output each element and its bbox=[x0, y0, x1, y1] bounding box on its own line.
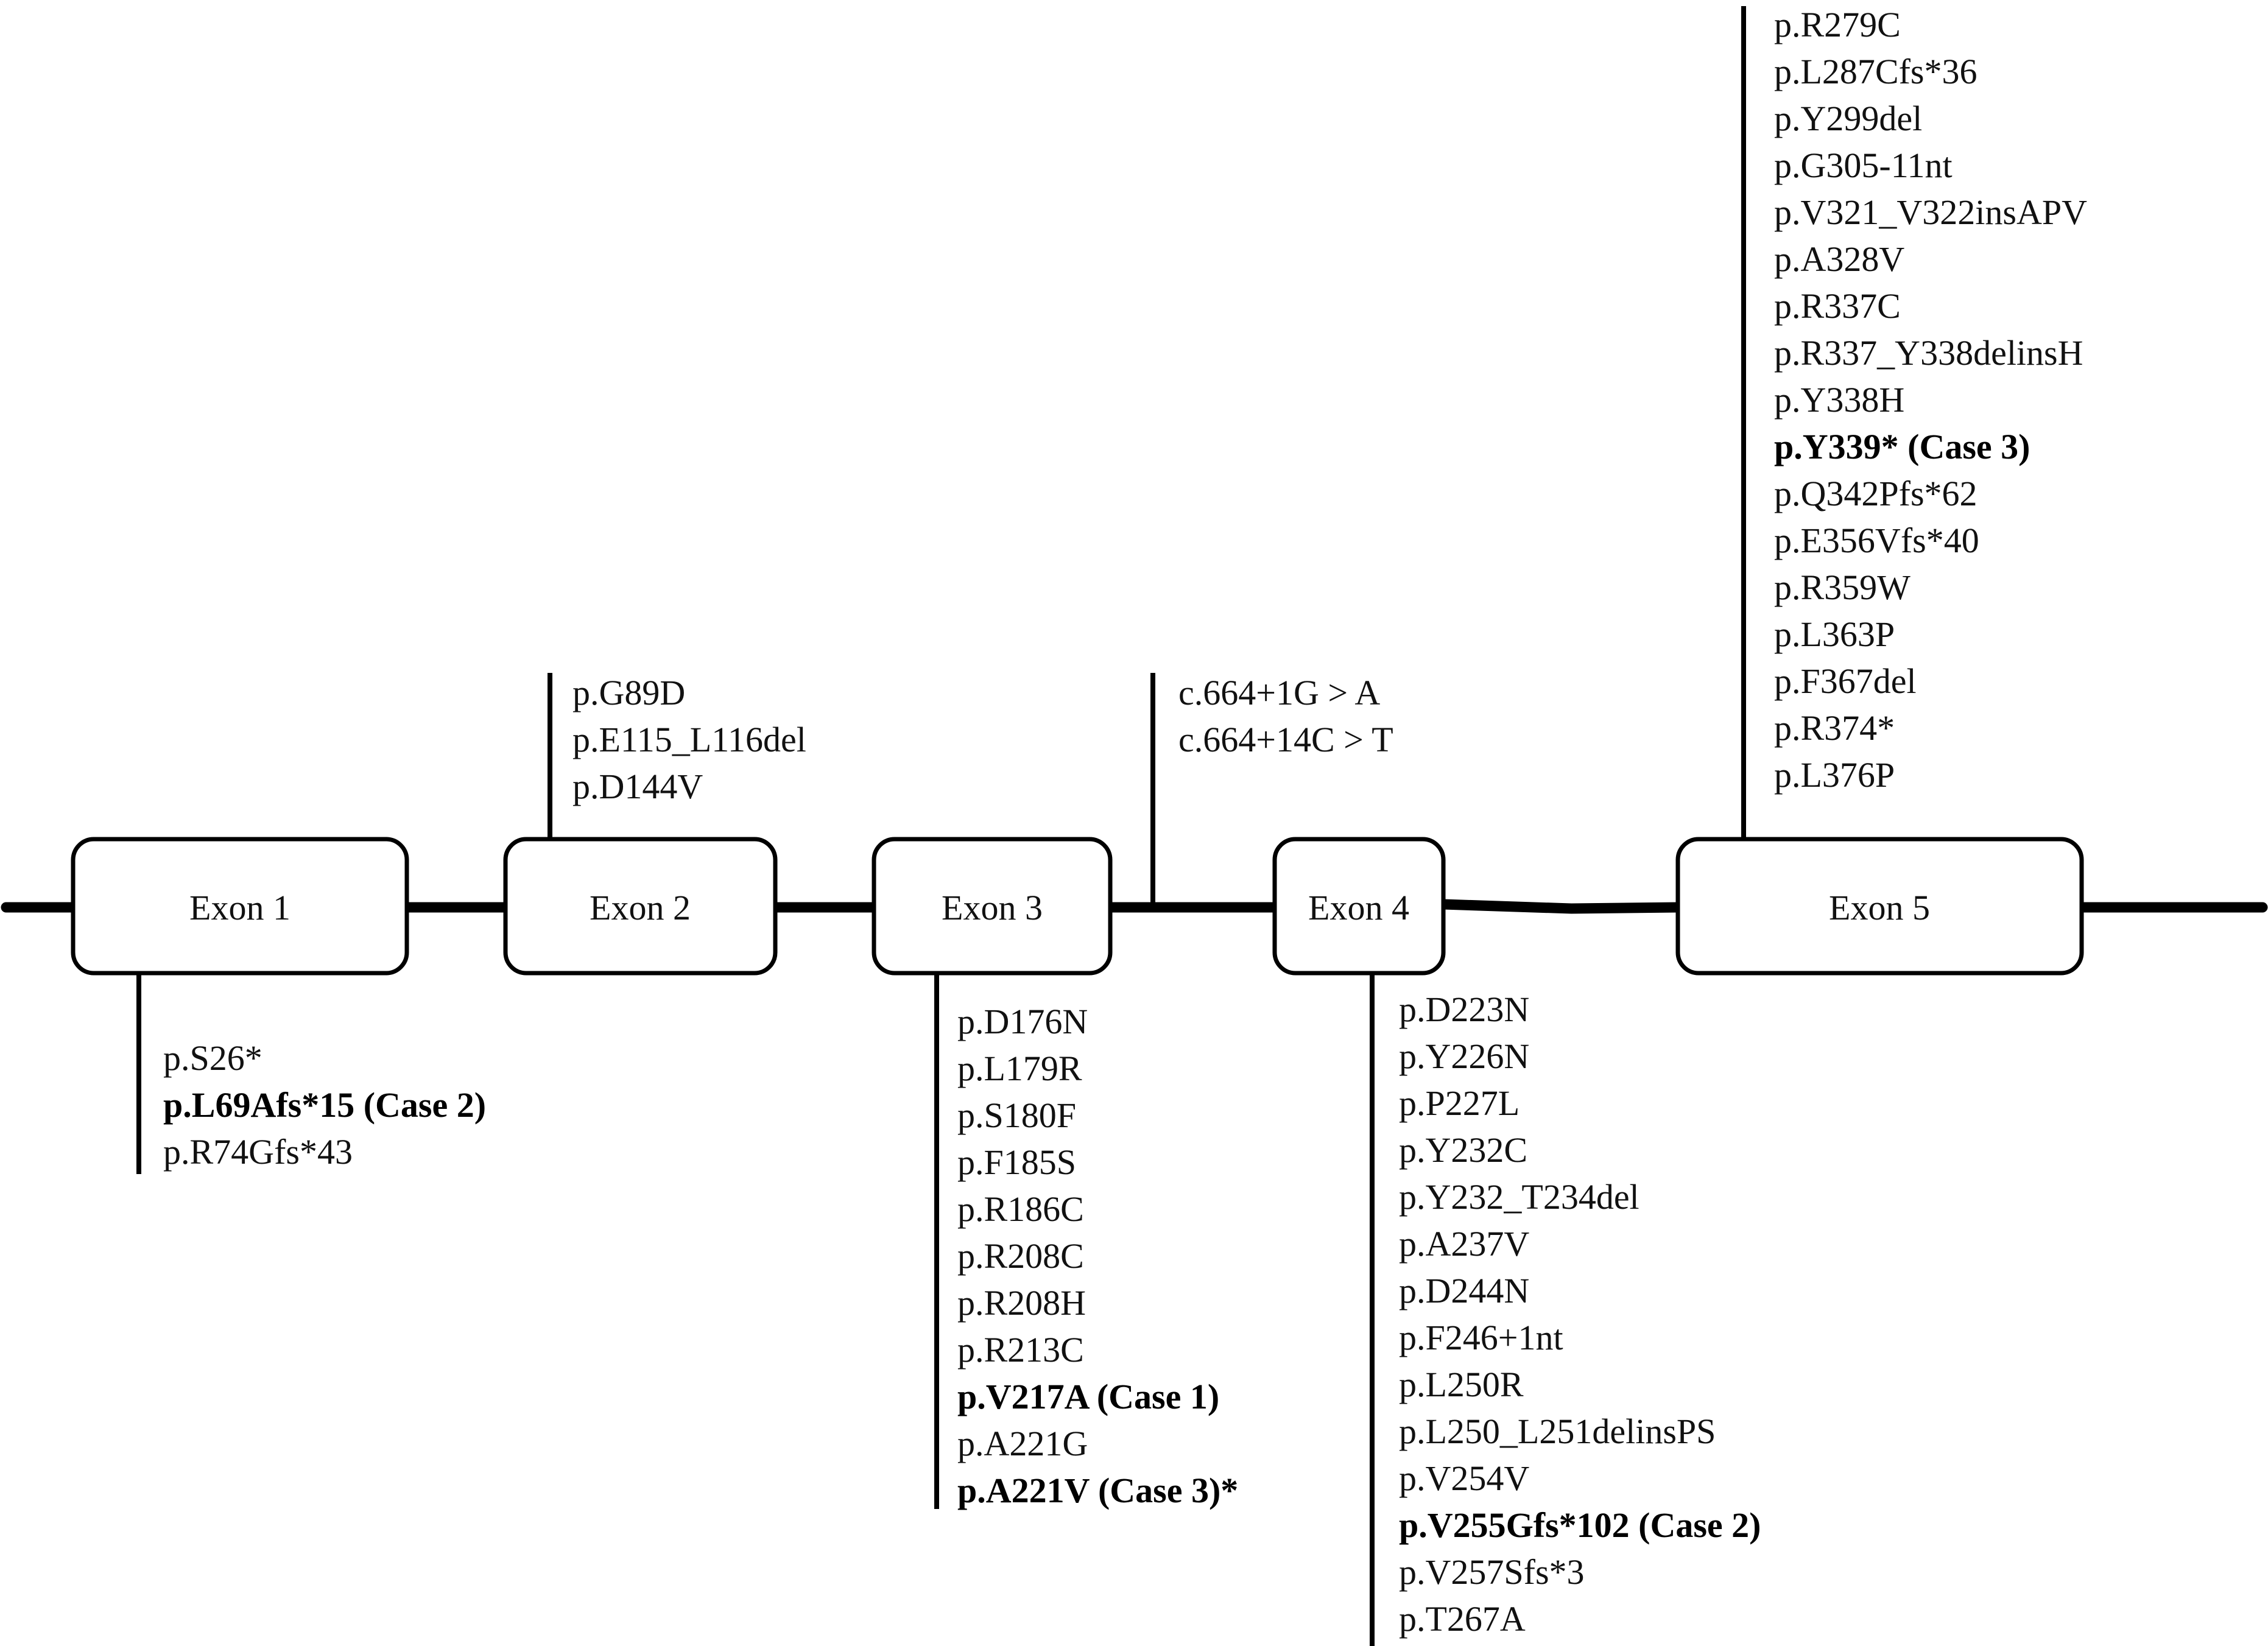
mutation-label: p.R208C bbox=[957, 1236, 1084, 1276]
mutation-label: p.L69Afs*15 (Case 2) bbox=[163, 1085, 486, 1125]
mutations-exon5-above: p.R279C p.L287Cfs*36 p.Y299del p.G305-11nt p… bbox=[1774, 5, 2087, 795]
mutation-label: p.Y232_T234del bbox=[1399, 1177, 1639, 1217]
mutations-exon4-below: p.D223N p.Y226N p.P227L p.Y232C p.Y232_T234d… bbox=[1399, 990, 1761, 1639]
mutation-label: p.D223N bbox=[1399, 990, 1529, 1029]
exon-2-box bbox=[503, 837, 778, 976]
mutation-label: p.R74Gfs*43 bbox=[163, 1132, 353, 1172]
mutation-label: p.D244N bbox=[1399, 1271, 1529, 1310]
mutation-label: p.D144V bbox=[572, 767, 703, 806]
mutations-intron3-above: c.664+1G > A c.664+14C > T bbox=[1178, 673, 1393, 759]
mutation-label: p.P227L bbox=[1399, 1083, 1520, 1123]
mutation-label: p.L179R bbox=[957, 1049, 1082, 1088]
mutation-label: p.V217A (Case 1) bbox=[957, 1377, 1219, 1416]
mutation-label: p.R208H bbox=[957, 1283, 1086, 1323]
mutations-exon1-below: p.S26* p.L69Afs*15 (Case 2) p.R74Gfs*43 bbox=[163, 1038, 486, 1172]
exon-2: Exon 2 bbox=[503, 837, 778, 976]
exon-2-label: Exon 2 bbox=[590, 888, 691, 927]
mutations-exon2-above: p.G89D p.E115_L116del p.D144V bbox=[572, 673, 806, 806]
exon-5-label: Exon 5 bbox=[1829, 888, 1930, 927]
exon-5-box bbox=[1675, 837, 2084, 976]
mutation-label: p.L287Cfs*36 bbox=[1774, 52, 1977, 91]
mutation-label: p.S26* bbox=[163, 1038, 262, 1078]
exon-4-label: Exon 4 bbox=[1308, 888, 1409, 927]
mutation-label: p.E115_L116del bbox=[572, 720, 806, 759]
mutation-label: p.R213C bbox=[957, 1330, 1084, 1370]
mutation-label: p.S180F bbox=[957, 1096, 1076, 1135]
mutation-label: p.T267A bbox=[1399, 1599, 1526, 1639]
exon-3-box bbox=[872, 837, 1113, 976]
gene-backbone bbox=[1, 899, 2268, 914]
mutation-label: p.E356Vfs*40 bbox=[1774, 521, 1979, 560]
mutation-label: p.F367del bbox=[1774, 661, 1917, 701]
exon-4: Exon 4 bbox=[1272, 837, 1446, 976]
mutation-label: c.664+14C > T bbox=[1178, 720, 1393, 759]
mutation-label: p.A237V bbox=[1399, 1224, 1529, 1264]
mutation-label: p.G89D bbox=[572, 673, 685, 712]
mutation-label: p.L250R bbox=[1399, 1365, 1524, 1404]
exon-1-label: Exon 1 bbox=[189, 888, 291, 927]
mutation-label: p.G305-11nt bbox=[1774, 146, 1953, 185]
mutation-label: p.L376P bbox=[1774, 755, 1895, 795]
mutation-label: p.Y226N bbox=[1399, 1036, 1529, 1076]
backbone-exon4-exon5 bbox=[1438, 899, 1683, 914]
mutation-label: p.Y338H bbox=[1774, 380, 1904, 420]
mutation-label: p.L363P bbox=[1774, 614, 1895, 654]
callout-lines bbox=[136, 6, 1746, 1646]
mutation-label: p.R337_Y338delinsH bbox=[1774, 333, 2083, 373]
exon-5: Exon 5 bbox=[1675, 837, 2084, 976]
mutation-label: p.V254V bbox=[1399, 1458, 1529, 1498]
exon-3: Exon 3 bbox=[872, 837, 1113, 976]
mutation-label: p.R359W bbox=[1774, 568, 1911, 607]
mutation-label: p.Y232C bbox=[1399, 1130, 1527, 1170]
mutation-label: p.Y339* (Case 3) bbox=[1774, 427, 2030, 466]
mutation-label: p.F246+1nt bbox=[1399, 1318, 1563, 1357]
mutation-label: p.L250_L251delinsPS bbox=[1399, 1412, 1716, 1451]
mutation-label: p.A221V (Case 3)* bbox=[957, 1471, 1238, 1510]
mutation-label: p.R374* bbox=[1774, 708, 1895, 748]
mutation-label: p.A328V bbox=[1774, 239, 1904, 279]
mutation-label: p.Y299del bbox=[1774, 99, 1922, 138]
mutation-label: p.V321_V322insAPV bbox=[1774, 192, 2087, 232]
mutation-label: p.R279C bbox=[1774, 5, 1901, 44]
exon-3-label: Exon 3 bbox=[942, 888, 1043, 927]
exon-1: Exon 1 bbox=[71, 837, 409, 976]
mutation-label: p.F185S bbox=[957, 1142, 1076, 1182]
mutation-label: p.A221G bbox=[957, 1424, 1088, 1463]
mutation-label: p.V255Gfs*102 (Case 2) bbox=[1399, 1505, 1761, 1545]
mutation-label: p.R186C bbox=[957, 1189, 1084, 1229]
exon-1-box bbox=[71, 837, 409, 976]
mutation-label: p.D176N bbox=[957, 1002, 1088, 1041]
mutations-exon3-below: p.D176N p.L179R p.S180F p.F185S p.R186C p.R20… bbox=[957, 1002, 1238, 1510]
mutation-label: p.R337C bbox=[1774, 286, 1901, 326]
exon-4-box bbox=[1272, 837, 1446, 976]
mutation-label: c.664+1G > A bbox=[1178, 673, 1380, 712]
mutation-label: p.V257Sfs*3 bbox=[1399, 1552, 1585, 1592]
mutation-label: p.Q342Pfs*62 bbox=[1774, 474, 1977, 513]
